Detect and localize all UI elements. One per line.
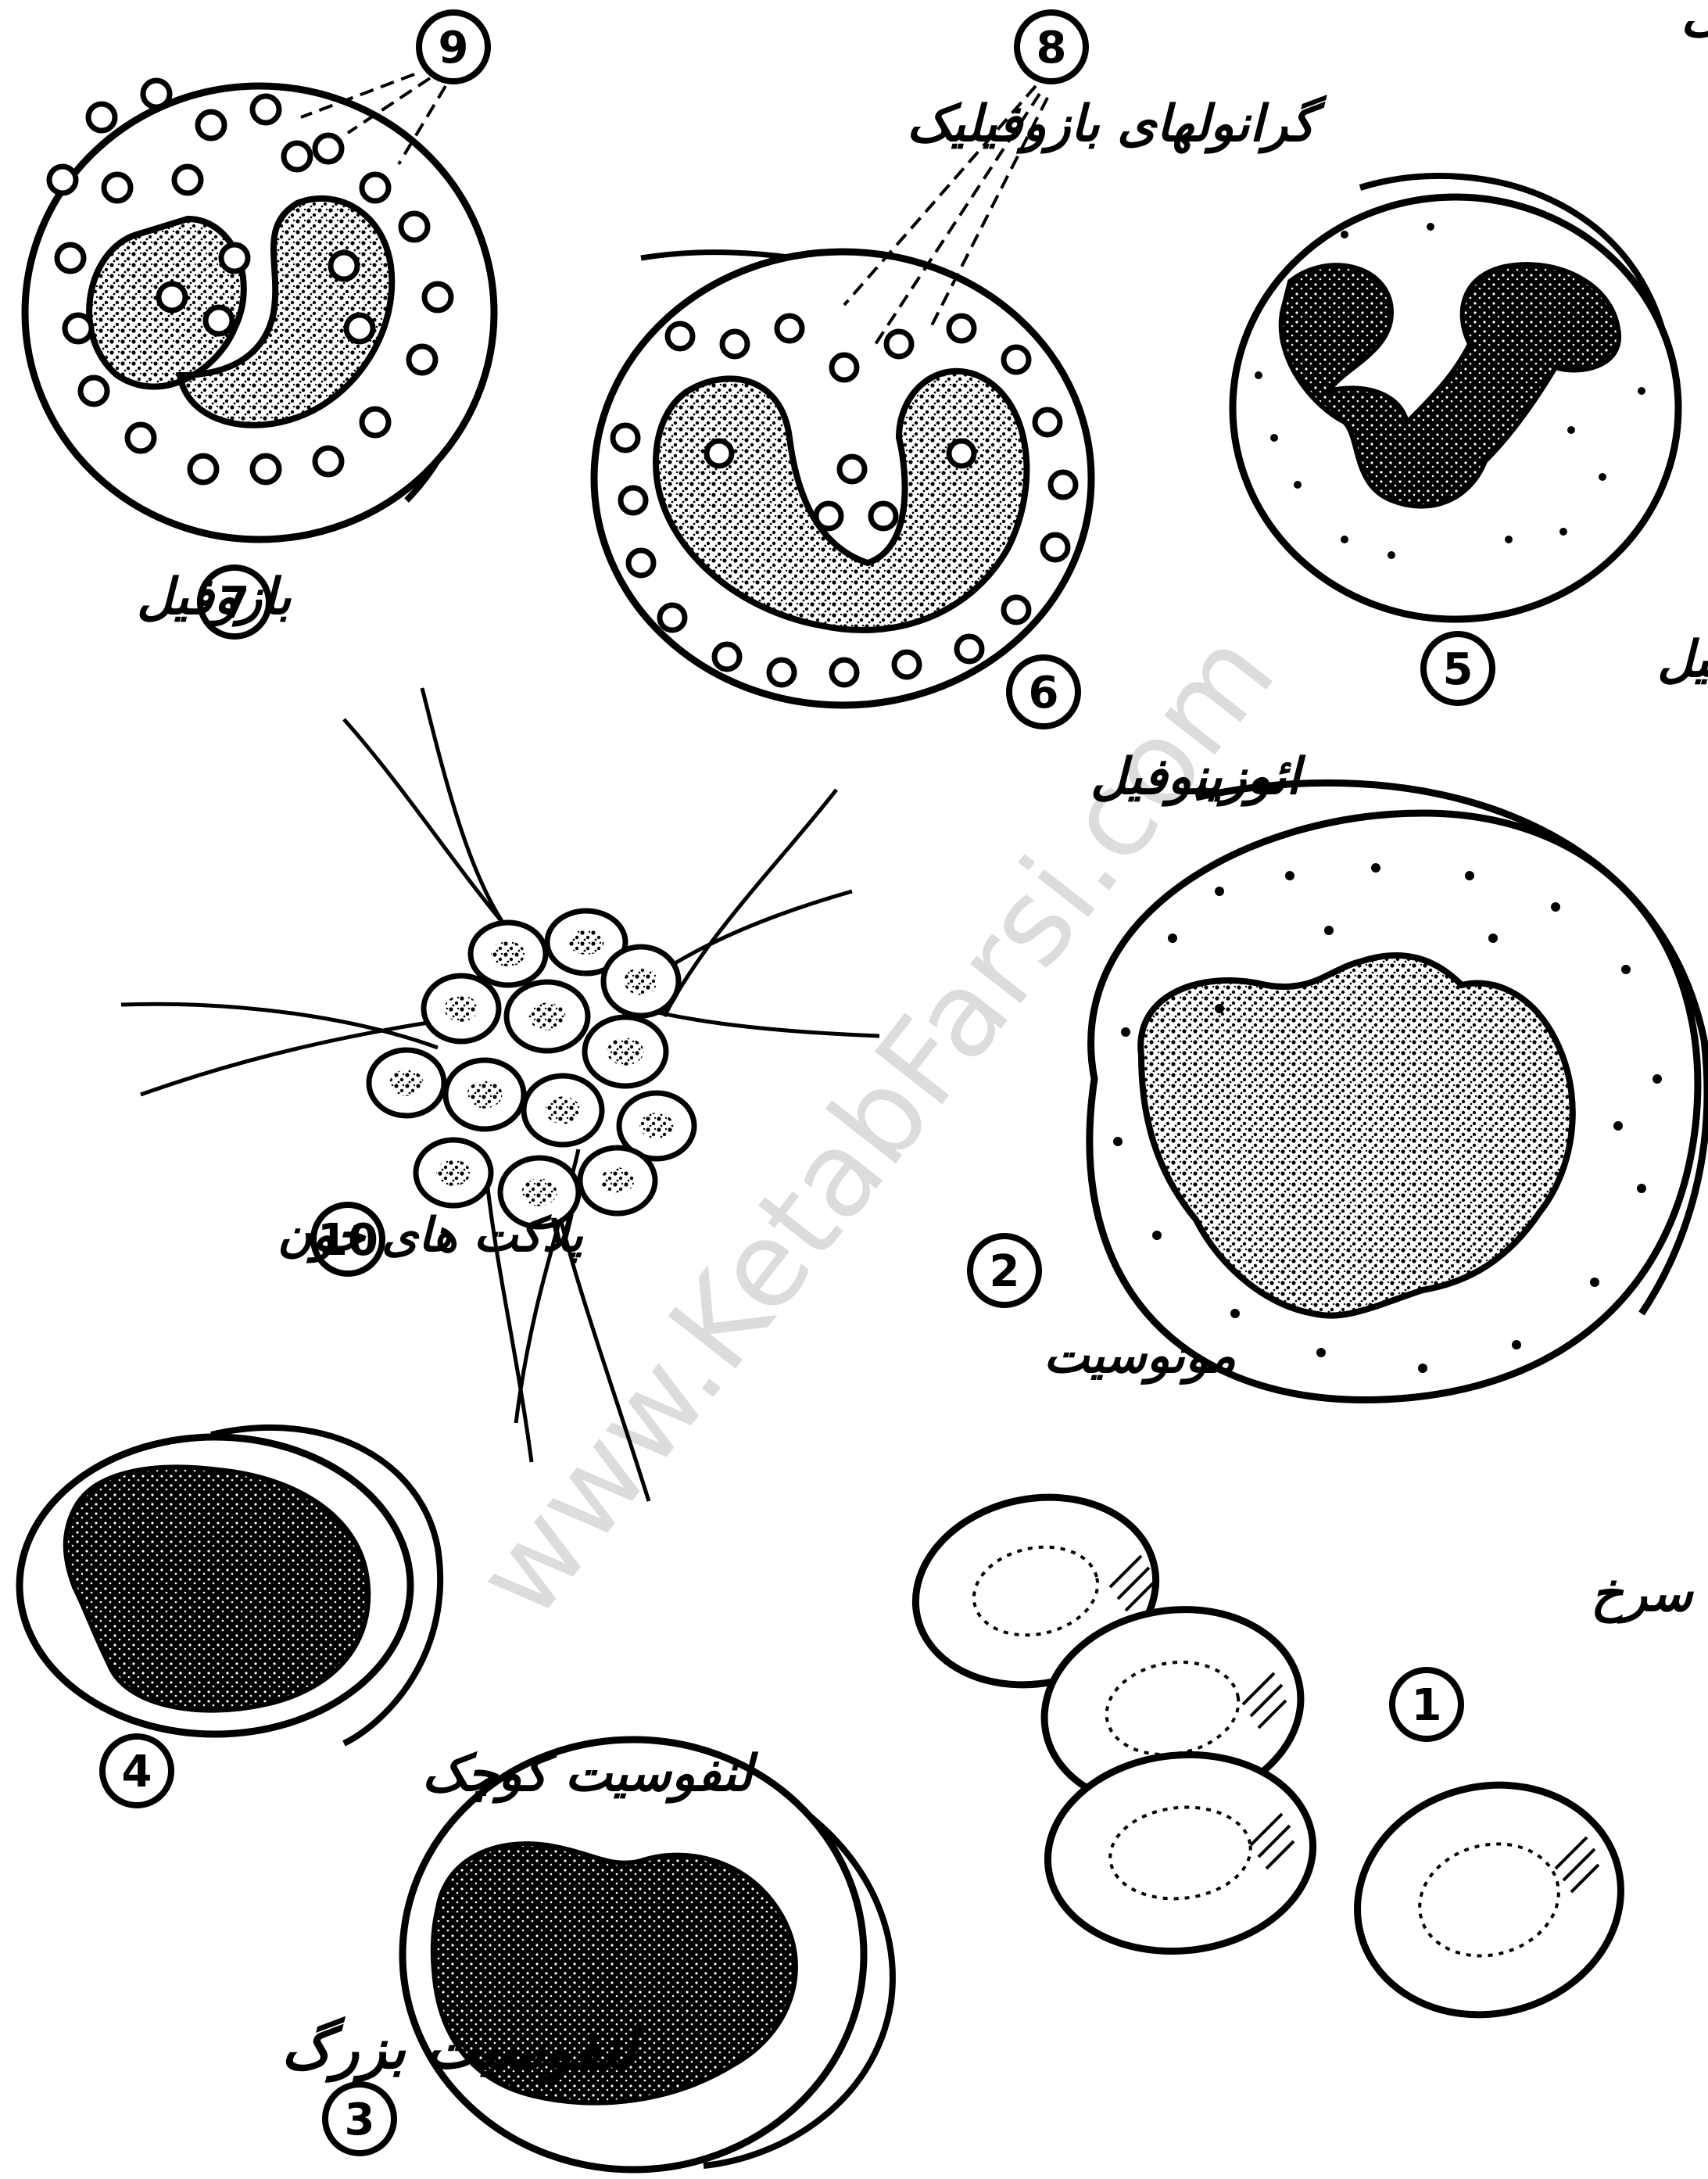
monocyte-badge: 2	[970, 1236, 1039, 1305]
large-lymphocyte-number: 3	[345, 2095, 375, 2145]
large-lymphocyte-cell	[403, 1740, 893, 2170]
small-lymphocyte-cell	[20, 1428, 440, 1744]
platelet-blobs	[369, 911, 694, 1227]
basophilic-granules-number: 9	[439, 23, 469, 73]
neutrophil-badge: 5	[1423, 634, 1492, 703]
small-lymphocyte-number: 4	[122, 1747, 152, 1797]
basophil-cell	[25, 81, 494, 539]
monocyte-label: مونوسیت	[1044, 1327, 1236, 1385]
neutrophil-cell	[1233, 176, 1678, 619]
small-lymphocyte-badge: 4	[102, 1736, 171, 1805]
small-lymphocyte-label: لنفوسیت کوچک	[422, 1744, 758, 1804]
red-blood-cells-group	[898, 1475, 1647, 2044]
basophil-label: بازوفیل	[137, 568, 292, 627]
eosinophilic-granules-badge: 8	[1017, 13, 1086, 81]
platelets-label: پلاکت های خون	[278, 1208, 584, 1263]
basophilic-granules-label: گرانولهای بازوفیلیک	[907, 95, 1328, 154]
large-lymphocyte-badge: 3	[325, 2084, 394, 2153]
monocyte-number: 2	[990, 1246, 1020, 1297]
eosinophil-cell	[594, 252, 1091, 705]
red-blood-cells-badge: 1	[1392, 1670, 1461, 1739]
monocyte-cell	[1090, 783, 1707, 1400]
neutrophil-number: 5	[1443, 644, 1473, 695]
platelets-cluster	[121, 688, 879, 1501]
eosinophilic-granules-number: 8	[1037, 23, 1067, 73]
red-blood-cells-number: 1	[1412, 1680, 1442, 1731]
neutrophil-label: نوتروفیل	[1657, 630, 1708, 690]
eosinophil-number: 6	[1029, 668, 1059, 719]
red-blood-cells-label: گلبولهای سرخ	[1591, 1564, 1708, 1624]
eosinophilic-granules-label: گرانولهای ائوزینوفیلیک	[1681, 0, 1708, 48]
large-lymphocyte-label: لنفوسیت بزرگ	[281, 2015, 643, 2083]
eosinophil-badge: 6	[1009, 658, 1078, 726]
basophilic-granules-badge: 9	[419, 13, 488, 81]
eosinophil-label: ائوزینوفیل	[1090, 747, 1306, 807]
